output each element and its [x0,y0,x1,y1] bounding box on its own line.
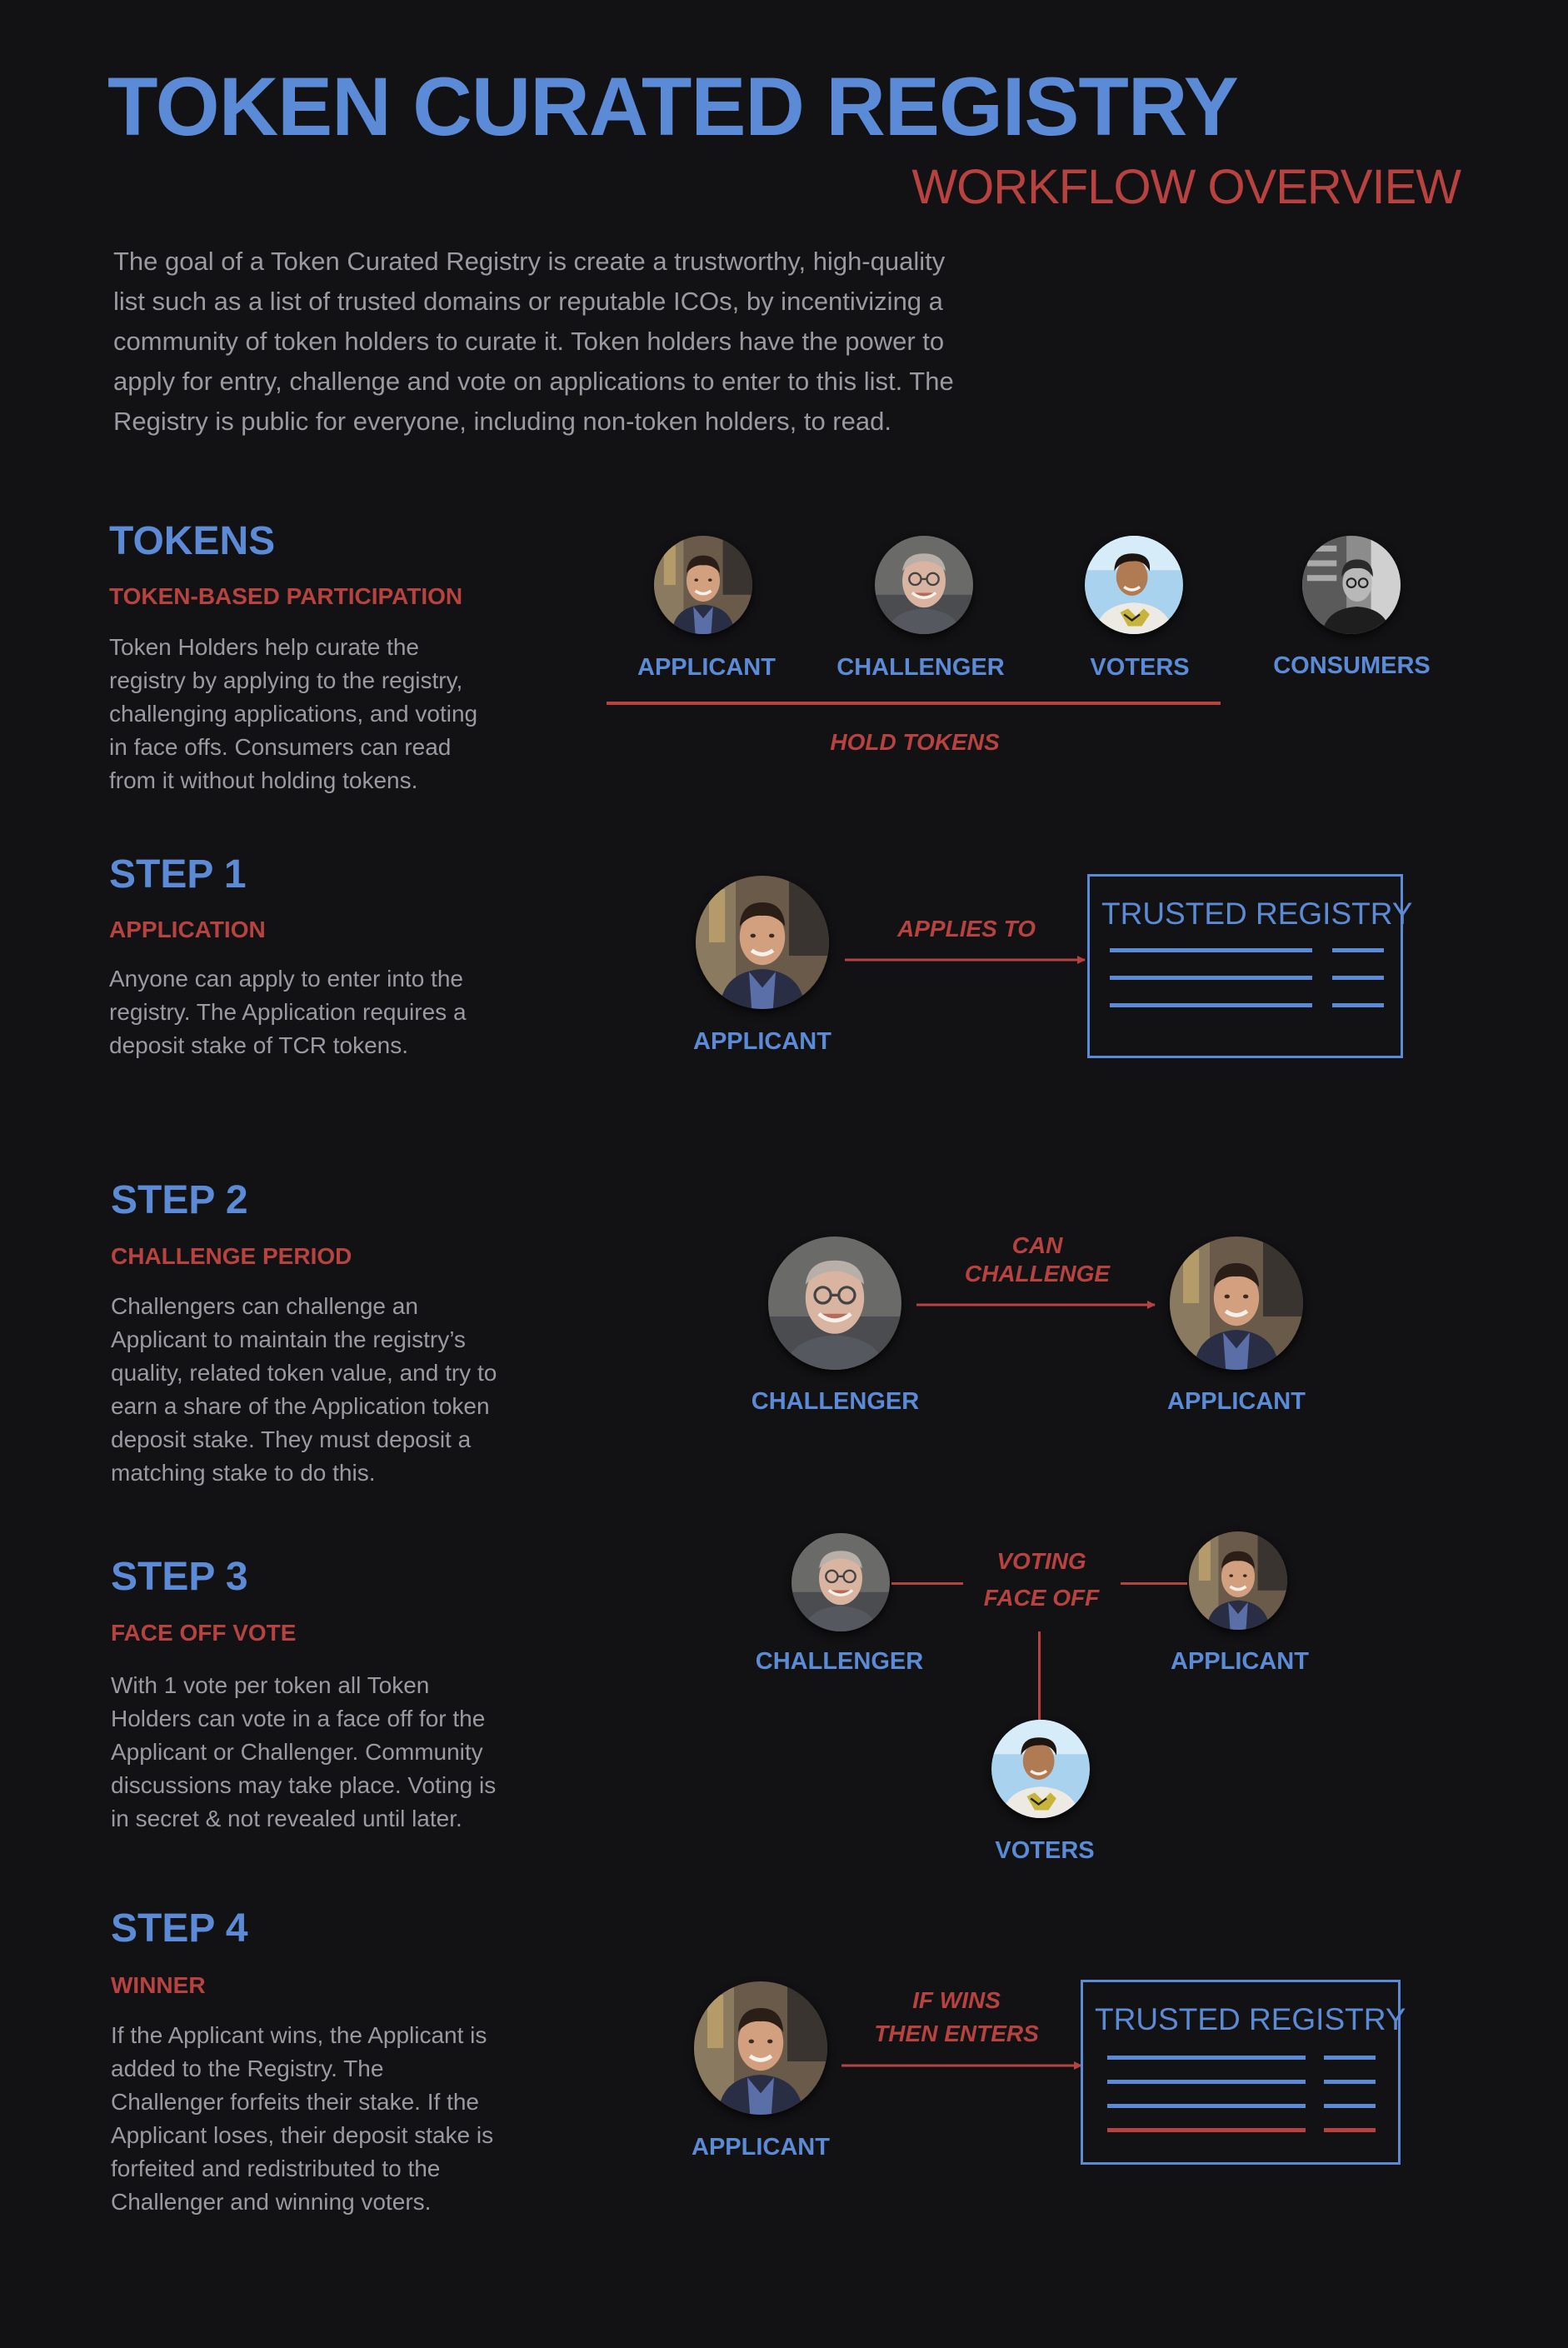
step1-applicant-label: APPLICANT [693,1028,831,1055]
consumer-avatar [1302,536,1401,634]
step2-challenger-label: CHALLENGER [751,1388,920,1415]
step4-arrow-label-line1: IF WINS [912,1987,1001,2013]
step2-applicant-label: APPLICANT [1167,1388,1306,1415]
registry-line-new-entry [1107,2128,1306,2132]
step3-challenger-avatar [791,1533,890,1631]
intro-paragraph: The goal of a Token Curated Registry is … [113,247,954,436]
step3-body: With 1 vote per token all Token Holders … [111,1672,497,1831]
step4-arrow-label-line2: THEN ENTERS [874,2021,1039,2046]
step4-body: If the Applicant wins, the Applicant is … [111,2022,494,2215]
registry-line [1324,2104,1376,2108]
registry-line [1110,976,1312,980]
faceoff-line-down [1038,1631,1041,1720]
registry-line [1324,2080,1376,2084]
step1-arrow [845,956,1086,964]
step2-arrow-label-line2: CHALLENGE [964,1261,1111,1286]
registry-line [1332,976,1384,980]
step2-arrow [916,1301,1156,1309]
hold-tokens-label: HOLD TOKENS [830,729,1000,755]
tokens-heading: TOKENS [109,519,276,563]
step1-heading: STEP 1 [109,852,247,897]
applicant-avatar [654,536,752,634]
registry-line [1107,2104,1306,2108]
step3-challenger-label: CHALLENGER [755,1648,924,1675]
hold-tokens-line [607,702,1221,705]
page-title: TOKEN CURATED REGISTRY [107,60,1239,152]
voter-avatar [1085,536,1183,634]
step3-heading: STEP 3 [111,1555,248,1599]
registry-line [1110,948,1312,952]
step1-trusted-registry-box: TRUSTED REGISTRY [1087,874,1412,1058]
challenger-avatar [875,536,973,634]
step2-heading: STEP 2 [111,1178,248,1222]
step4-heading: STEP 4 [111,1906,248,1951]
faceoff-label-line2: FACE OFF [983,1585,1100,1611]
step3-voter-avatar [991,1720,1090,1818]
faceoff-line-right [1121,1582,1187,1585]
page-subtitle: WORKFLOW OVERVIEW [911,160,1461,214]
step1-body: Anyone can apply to enter into the regis… [109,966,467,1058]
registry-line [1107,2056,1306,2060]
step1-applicant-avatar [696,876,829,1009]
step4-registry-title: TRUSTED REGISTRY [1095,2002,1406,2036]
step3-applicant-avatar [1189,1531,1287,1630]
faceoff-label-line1: VOTING [996,1548,1086,1574]
step2-subheading: CHALLENGE PERIOD [111,1243,352,1269]
role-label-voters: VOTERS [1090,654,1190,681]
step3-subheading: FACE OFF VOTE [111,1620,297,1646]
role-label-applicant: APPLICANT [637,654,776,681]
step1-arrow-label: APPLIES TO [897,916,1036,942]
registry-line [1324,2056,1376,2060]
registry-line [1332,1003,1384,1007]
registry-line [1110,1003,1312,1007]
step4-applicant-avatar [694,1981,827,2115]
step2-arrow-label-line1: CAN [1011,1232,1063,1258]
step1-registry-title: TRUSTED REGISTRY [1101,897,1413,931]
step2-applicant-avatar [1170,1236,1303,1370]
step1-subheading: APPLICATION [109,917,266,942]
step4-arrow [841,2061,1082,2070]
faceoff-line-left [891,1582,963,1585]
step4-subheading: WINNER [111,1972,206,1998]
step2-body: Challengers can challenge an Applicant t… [111,1293,497,1486]
tokens-body: Token Holders help curate the registry b… [109,634,478,793]
step4-applicant-label: APPLICANT [692,2134,830,2161]
registry-line [1107,2080,1306,2084]
registry-line [1332,948,1384,952]
step4-trusted-registry-box: TRUSTED REGISTRY [1081,1980,1406,2165]
step2-challenger-avatar [768,1236,901,1370]
role-label-consumers: CONSUMERS [1273,652,1431,679]
step3-applicant-label: APPLICANT [1171,1648,1309,1675]
registry-line-new-entry [1324,2128,1376,2132]
role-label-challenger: CHALLENGER [836,654,1005,681]
tokens-subheading: TOKEN-BASED PARTICIPATION [109,583,463,609]
step3-voters-label: VOTERS [995,1837,1095,1864]
